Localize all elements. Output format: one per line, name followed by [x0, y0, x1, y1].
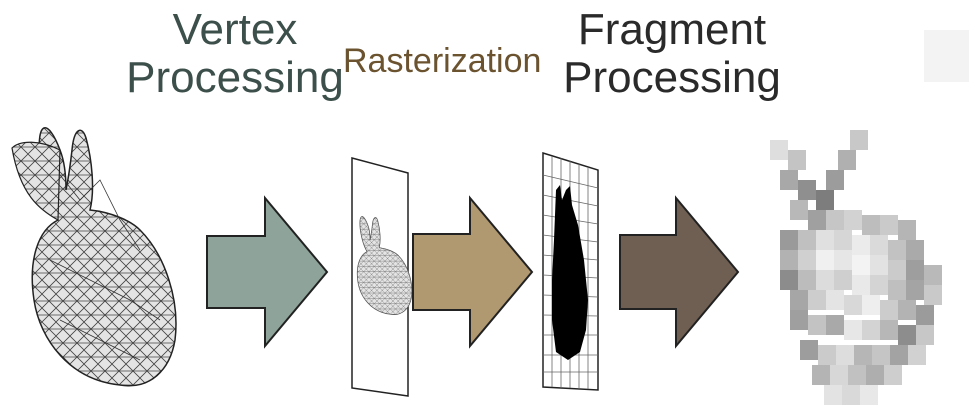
fragment-label-line2: Processing [563, 53, 781, 102]
vertex-processing-label: Vertex Processing [120, 8, 350, 104]
projected-bunny-icon [351, 157, 413, 397]
vertex-label-line2: Processing [126, 53, 344, 102]
fragment-arrow-icon [619, 195, 740, 349]
fragment-label-line1: Fragment [577, 5, 767, 54]
rasterization-label: Rasterization [343, 42, 542, 80]
corner-decoration [924, 30, 969, 82]
raster-arrow-icon [412, 195, 534, 349]
pixel-grid-bunny-icon [542, 151, 599, 391]
vertex-arrow-icon [206, 195, 329, 349]
fragment-processing-label: Fragment Processing [552, 8, 792, 104]
vertex-label-line1: Vertex [172, 5, 298, 54]
pixelated-bunny-icon [770, 130, 942, 405]
mesh-bunny-icon [11, 127, 177, 387]
